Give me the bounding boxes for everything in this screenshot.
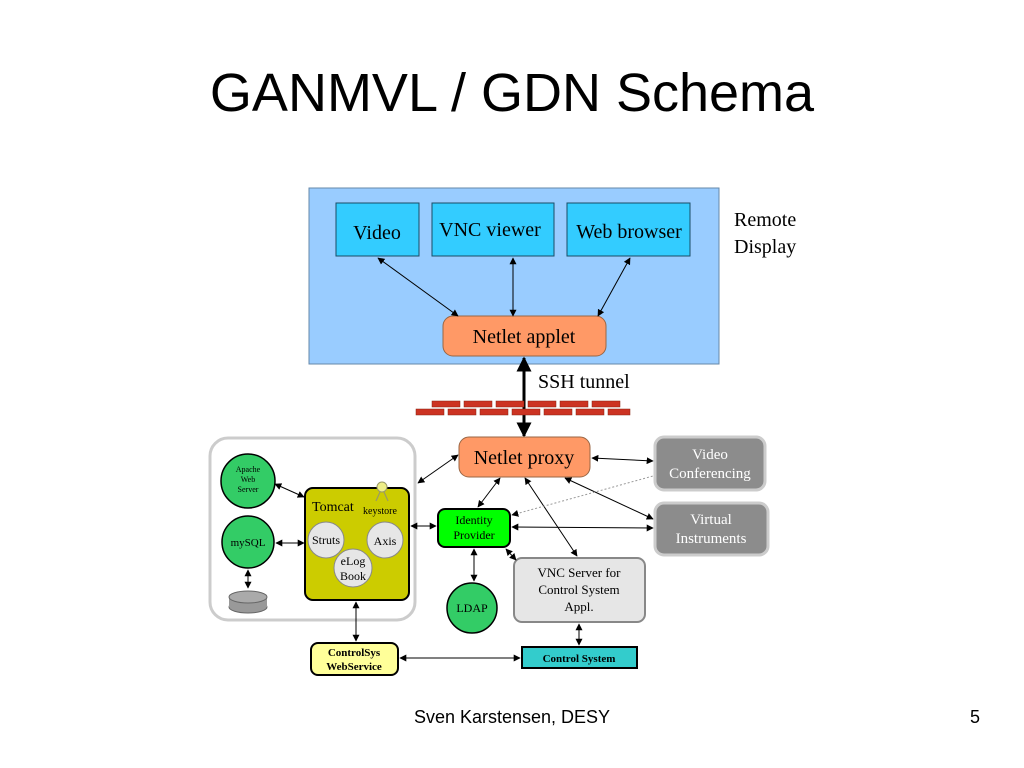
firewall — [415, 400, 631, 416]
netlet-proxy-label: Netlet proxy — [474, 447, 575, 469]
keystore-icon — [375, 481, 389, 502]
apache-label: Apache — [236, 465, 261, 474]
dotted-identity-videoconf — [511, 475, 654, 517]
web-browser-label: Web browser — [576, 221, 682, 243]
arrow-video-applet — [377, 257, 459, 317]
identity-provider-box — [437, 508, 511, 548]
database-icon — [228, 590, 268, 614]
vnc-server-label: VNC Server for — [537, 565, 621, 580]
identity-provider-label-2: Provider — [453, 528, 494, 542]
virtual-instruments-label-2: Instruments — [676, 531, 747, 547]
arrow-browser-applet — [597, 257, 631, 317]
virtual-instruments-box — [653, 501, 770, 557]
web-browser-box — [566, 202, 691, 257]
mysql-label: mySQL — [231, 537, 266, 549]
ssh-tunnel-label: SSH tunnel — [538, 371, 630, 393]
arrow-identity-vncserver — [505, 548, 517, 561]
page-number: 5 — [969, 707, 980, 727]
controlsys-webservice-label: ControlSys — [328, 647, 381, 659]
axis-label: Axis — [374, 534, 397, 548]
tomcat-box — [304, 487, 410, 601]
video-box — [335, 202, 420, 257]
video-label: Video — [353, 222, 401, 244]
arrow-server-proxy — [417, 454, 459, 484]
control-system-box — [521, 646, 638, 669]
video-conferencing-label-2: Conferencing — [669, 466, 751, 482]
vnc-viewer-box — [431, 202, 555, 257]
arrow-proxy-videoconf — [591, 454, 654, 465]
video-conferencing-box — [653, 435, 767, 492]
elog-book-label-2: Book — [340, 569, 366, 583]
ldap-label: LDAP — [456, 601, 488, 615]
apache-web-server-node — [220, 453, 276, 509]
struts-node — [307, 521, 345, 559]
arrow-apache-tomcat — [274, 483, 305, 498]
netlet-proxy-box — [458, 436, 591, 478]
remote-display-label: Remote — [734, 209, 796, 231]
elog-book-node — [333, 548, 373, 588]
controlsys-webservice-box — [310, 642, 399, 676]
axis-node — [366, 521, 404, 559]
mysql-node — [221, 515, 275, 569]
vnc-server-label-3: Appl. — [564, 599, 593, 614]
vnc-viewer-label: VNC viewer — [439, 219, 541, 241]
arrow-proxy-vncserver — [524, 477, 578, 557]
video-conferencing-label: Video — [692, 447, 728, 463]
remote-display-label-2: Display — [734, 236, 796, 258]
tomcat-label: Tomcat — [312, 500, 354, 515]
keystore-label: keystore — [363, 506, 397, 517]
apache-label-2: Web — [241, 475, 255, 484]
struts-label: Struts — [312, 533, 340, 547]
identity-provider-label: Identity — [455, 513, 492, 527]
arrow-proxy-virtual — [564, 477, 654, 520]
vnc-server-label-2: Control System — [538, 582, 619, 597]
controlsys-webservice-label-2: WebService — [326, 661, 382, 673]
netlet-applet-box — [442, 315, 607, 357]
vnc-server-box — [513, 557, 646, 623]
elog-book-label: eLog — [341, 554, 366, 568]
footer-author: Sven Karstensen, DESY — [413, 707, 611, 727]
slide-title: GANMVL / GDN Schema — [209, 63, 815, 123]
arrow-proxy-identity — [477, 477, 501, 508]
ldap-node — [446, 582, 498, 634]
control-system-label: Control System — [543, 653, 616, 665]
virtual-instruments-label: Virtual — [690, 512, 732, 528]
arrow-identity-virtual — [511, 523, 654, 532]
netlet-applet-label: Netlet applet — [473, 326, 576, 348]
apache-label-3: Server — [238, 485, 259, 494]
